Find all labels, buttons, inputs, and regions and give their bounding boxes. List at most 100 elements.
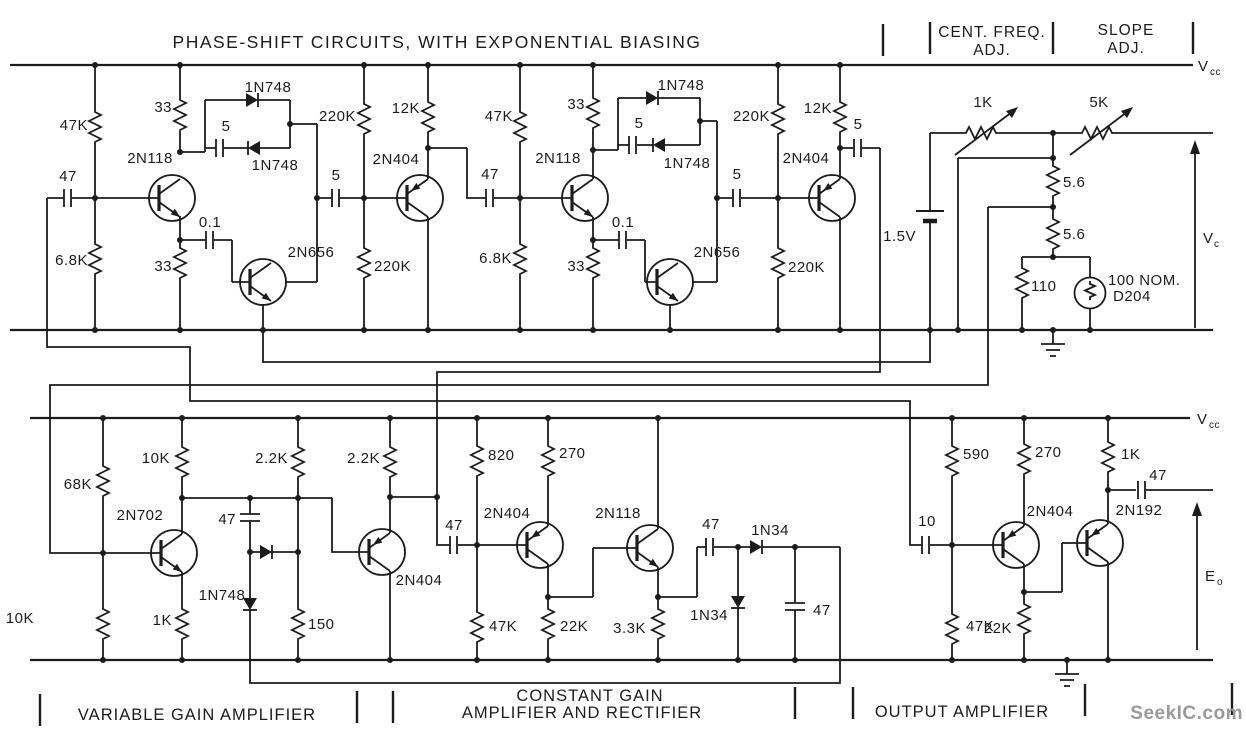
label-c-0.1: 0.1 <box>199 214 221 231</box>
wires-interconnect <box>46 198 922 684</box>
label-r-220k-2b: 220K <box>788 259 825 276</box>
label-r-820: 820 <box>488 447 515 464</box>
label-r-22k-cga: 22K <box>560 618 588 635</box>
label-d-1n748: 1N748 <box>245 79 292 96</box>
label-q-2n656-2: 2N656 <box>694 244 741 261</box>
label-r-33-2: 33 <box>567 96 585 113</box>
label-r-47k: 47K <box>60 117 88 134</box>
label-r-590: 590 <box>963 446 990 463</box>
label-r-220k-2: 220K <box>733 108 770 125</box>
lamp-d204-icon <box>1073 276 1107 310</box>
section-dividers <box>38 22 1234 726</box>
label-q-2n404-cga: 2N404 <box>484 505 531 522</box>
label-c-47-2: 47 <box>481 166 499 183</box>
wires-phase-shift-2 <box>436 65 881 497</box>
label-battery-1.5v: 1.5V <box>883 228 916 245</box>
label-r-47k-cga: 47K <box>489 618 517 635</box>
eo-sub: o <box>1217 577 1223 588</box>
vc-label: V <box>1203 230 1214 247</box>
section-output-amplifier: OUTPUT AMPLIFIER <box>875 703 1049 721</box>
vc-sub: c <box>1214 239 1220 250</box>
label-c-47-filter: 47 <box>813 602 831 619</box>
label-r-68k: 68K <box>64 476 92 493</box>
label-lamp-100nom: 100 NOM. <box>1108 272 1180 289</box>
label-r-33: 33 <box>154 99 172 116</box>
label-q-2n404-2: 2N404 <box>783 150 830 167</box>
vcc-top-sub: cc <box>1210 67 1221 78</box>
label-q-2n192: 2N192 <box>1116 502 1163 519</box>
label-c-5-couple: 5 <box>332 167 341 184</box>
label-q-2n702: 2N702 <box>117 507 164 524</box>
label-r-1k-out: 1K <box>1121 446 1140 463</box>
vcc-bottom-sub: cc <box>1209 420 1220 431</box>
eo-arrowhead <box>1192 502 1202 516</box>
ground-icon <box>1055 660 1079 687</box>
label-c-10: 10 <box>918 513 936 530</box>
label-r-220k: 220K <box>319 108 356 125</box>
label-q-2n404: 2N404 <box>373 151 420 168</box>
pot-slope-arrowhead <box>1121 107 1133 118</box>
label-d-1n34-h: 1N34 <box>751 522 789 539</box>
transistor-2n656-1 <box>238 257 288 307</box>
label-lamp-d204: D204 <box>1113 288 1151 305</box>
slope-adj-header-2: ADJ. <box>1107 40 1145 57</box>
label-c-5-2couple: 5 <box>733 166 742 183</box>
transistor-2n404-out <box>991 520 1041 570</box>
wires-phase-shift-1 <box>47 65 931 363</box>
label-r-2.2k-a: 2.2K <box>255 450 288 467</box>
label-r-47k-out: 47K <box>966 618 994 635</box>
ground-icon <box>1041 330 1065 357</box>
transistor-2n118-2 <box>560 173 610 223</box>
label-d-1n34-v: 1N34 <box>690 607 728 624</box>
label-r-110: 110 <box>1031 278 1056 295</box>
label-r-22k-out: 22K <box>984 620 1012 637</box>
label-r-150: 150 <box>308 616 335 633</box>
label-q-2n118-cga: 2N118 <box>595 505 641 522</box>
section-constant-gain-2: AMPLIFIER AND RECTIFIER <box>462 704 702 722</box>
label-q-2n656: 2N656 <box>288 244 335 261</box>
label-r-270-out: 270 <box>1035 444 1062 461</box>
label-q-2n404-out: 2N404 <box>1027 503 1074 520</box>
label-r-33-em: 33 <box>154 258 172 275</box>
supply-rails <box>10 63 1213 662</box>
wires-bottom-section <box>102 418 1213 660</box>
pot-cent-arrowhead <box>1006 107 1018 118</box>
label-r-1k-vga: 1K <box>153 612 172 629</box>
section-variable-gain: VARIABLE GAIN AMPLIFIER <box>78 706 316 724</box>
label-c-47: 47 <box>59 168 77 185</box>
cent-freq-adj-header-2: ADJ. <box>973 42 1011 59</box>
label-q-2n118: 2N118 <box>127 150 173 167</box>
label-r-270-cga: 270 <box>559 445 586 462</box>
transistor-2n404-2 <box>807 173 857 223</box>
vc-arrowhead <box>1190 140 1200 154</box>
label-c-5: 5 <box>222 118 231 135</box>
vcc-top-label: V <box>1198 58 1209 75</box>
label-c-47-out: 47 <box>1149 467 1167 484</box>
label-c-5-2: 5 <box>635 115 644 132</box>
label-r-3.3k: 3.3K <box>613 620 646 637</box>
wires-adjust-network <box>49 107 1213 650</box>
label-r-6.8k-2: 6.8K <box>479 250 512 267</box>
capacitor-icons <box>63 135 1146 611</box>
label-r-12k: 12K <box>392 100 420 117</box>
transistor-2n702 <box>149 528 199 578</box>
label-d-1n748-2: 1N748 <box>658 77 705 94</box>
label-r-33-2em: 33 <box>567 258 585 275</box>
eo-label: E <box>1205 568 1216 585</box>
transistor-2n192 <box>1075 518 1125 568</box>
transistor-2n404-1 <box>395 173 445 223</box>
transistor-2n118-1 <box>147 173 197 223</box>
label-c-5-out: 5 <box>854 116 863 133</box>
schematic-title: PHASE-SHIFT CIRCUITS, WITH EXPONENTIAL B… <box>173 32 702 52</box>
label-r-220k-b: 220K <box>374 258 411 275</box>
label-d-1n748-2b: 1N748 <box>664 155 711 172</box>
junction-dots <box>92 62 1111 663</box>
label-c-47-cga: 47 <box>445 517 463 534</box>
watermark: SeekIC.com <box>1130 703 1243 724</box>
label-c-47-rect: 47 <box>702 516 720 533</box>
transistor-2n404-cga <box>515 520 565 570</box>
vcc-bottom-label: V <box>1197 411 1208 428</box>
slope-adj-header: SLOPE <box>1098 22 1155 39</box>
